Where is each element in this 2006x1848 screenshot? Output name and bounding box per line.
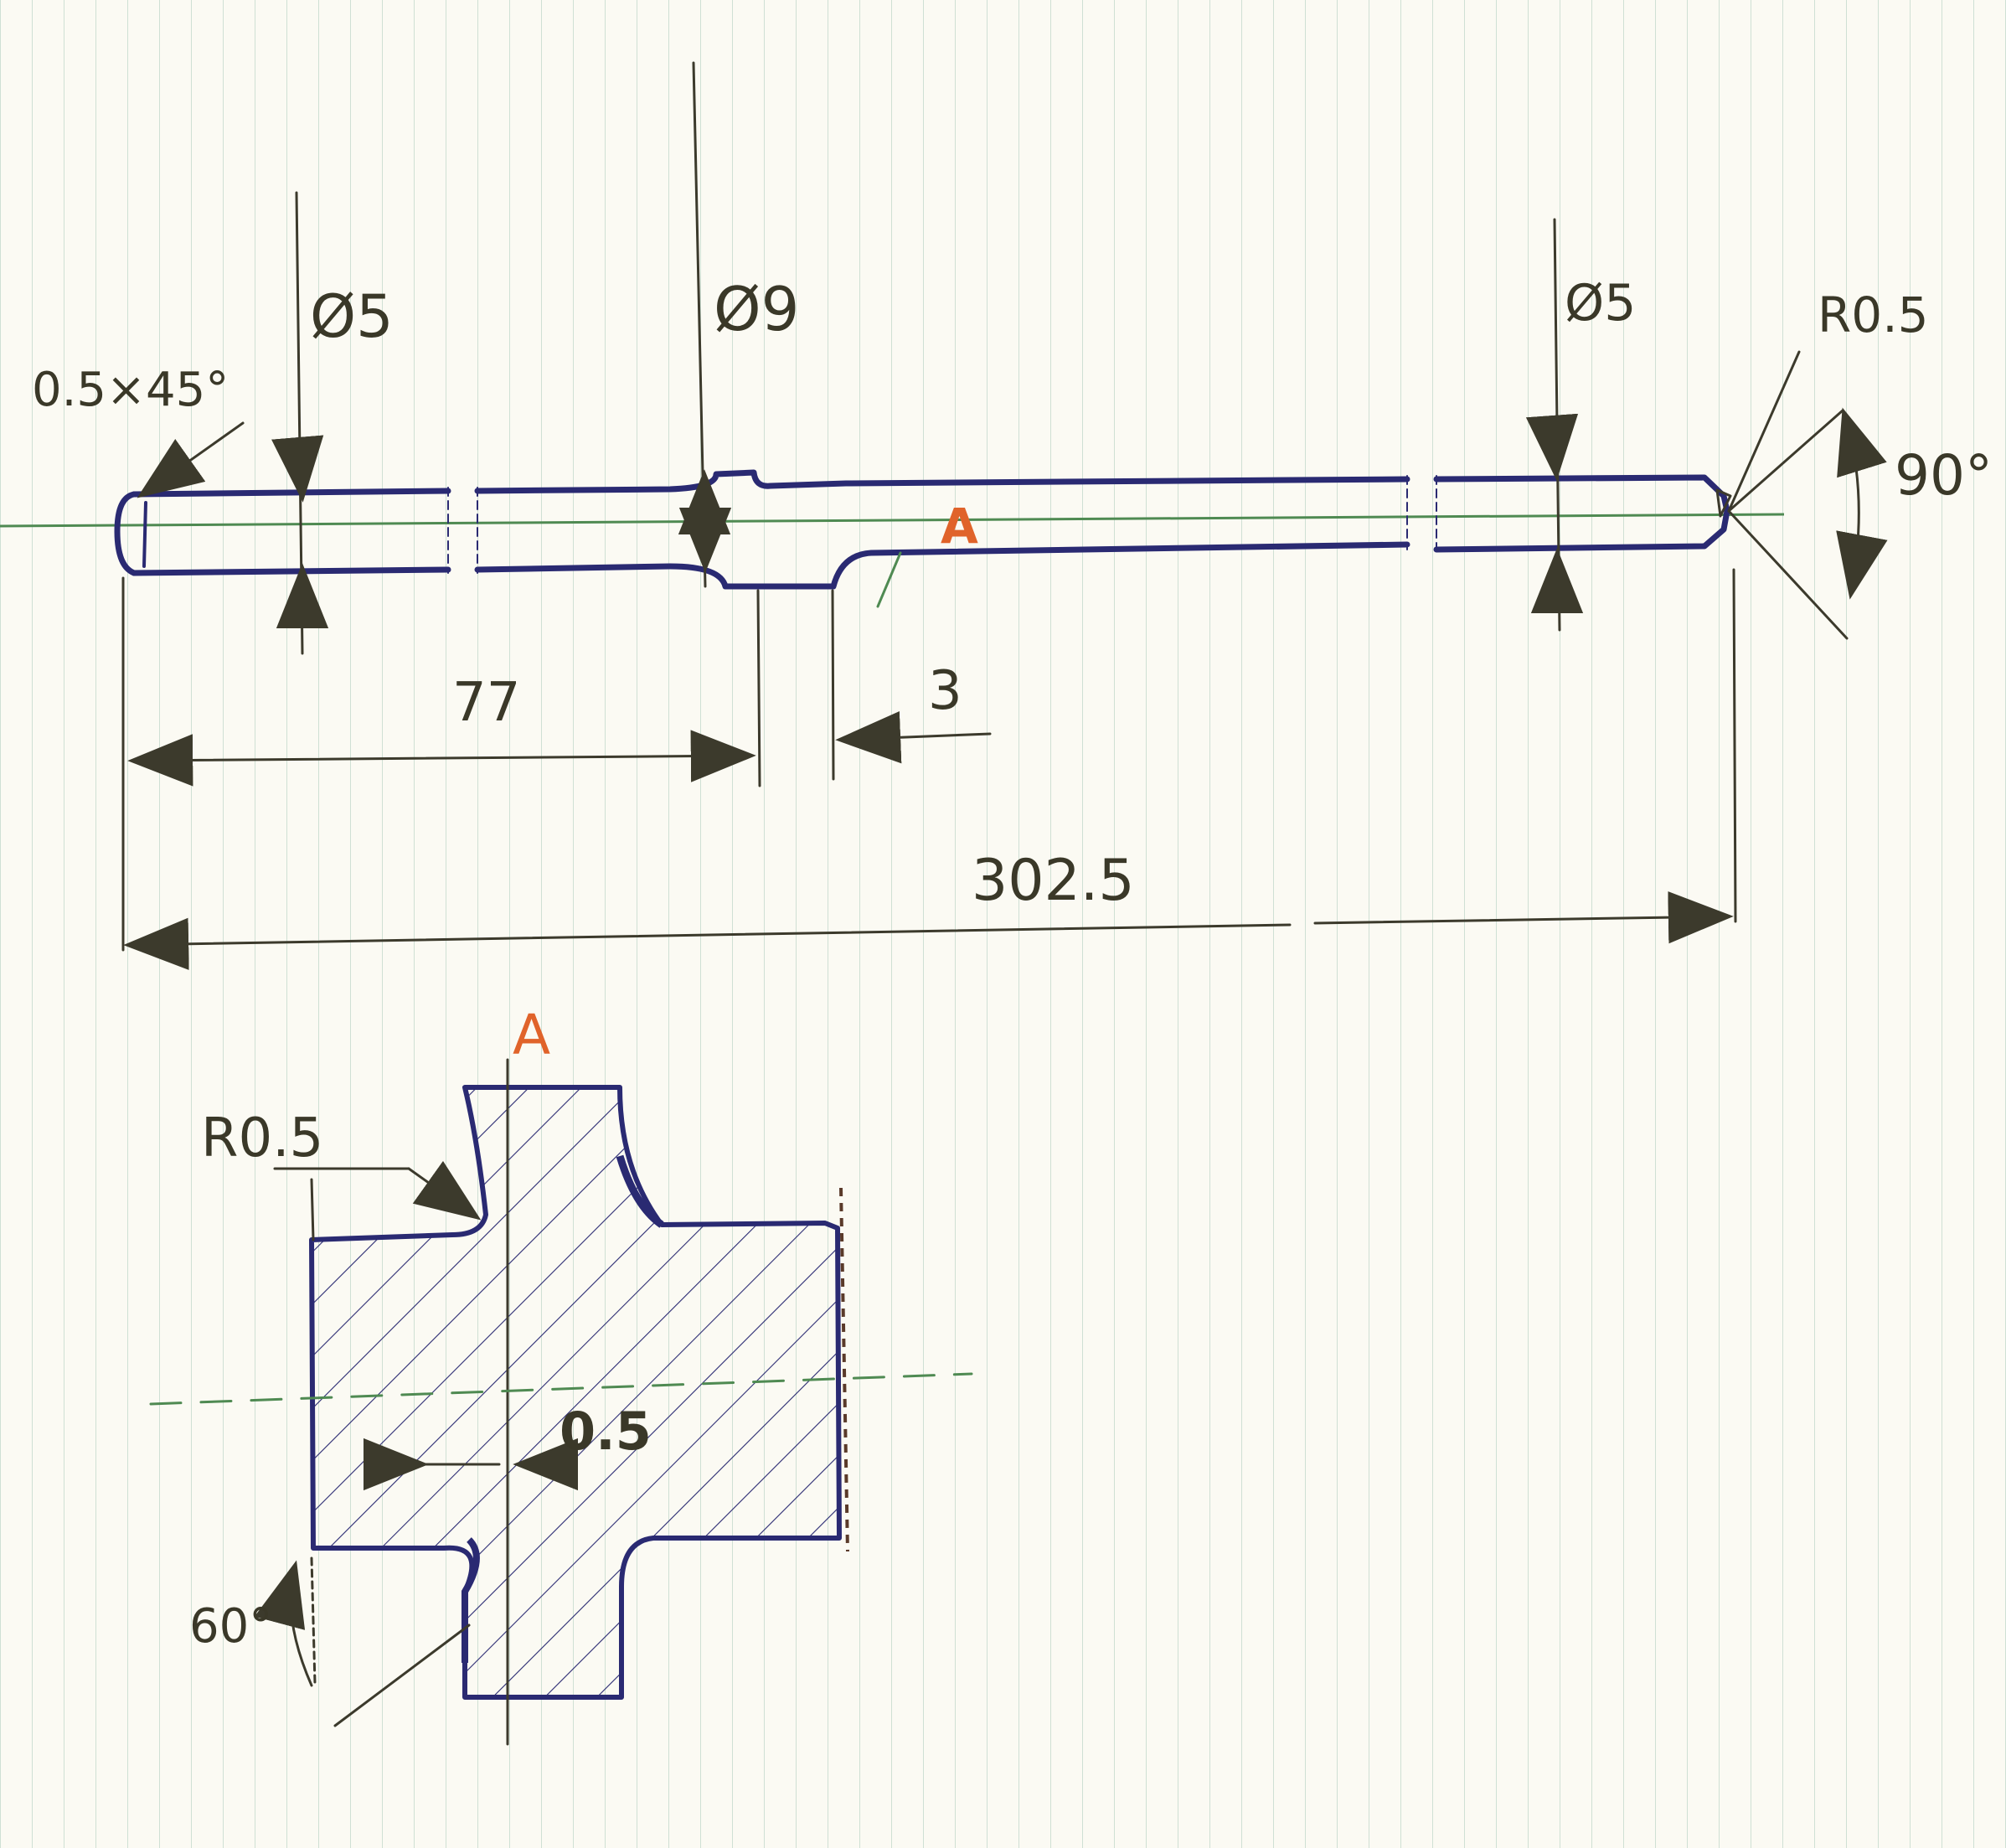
- section-labels: R0.5 0.5 60°: [189, 1107, 652, 1654]
- total-length-dimension: 302.5: [972, 848, 1135, 914]
- chamfer-label: 0.5×45°: [32, 363, 229, 417]
- section-marker-label: A: [941, 498, 978, 555]
- collar-width-dimension: 3: [928, 660, 962, 722]
- right-diameter-label: Ø5: [1565, 274, 1636, 333]
- shaft-centerline: [0, 513, 1785, 528]
- section-dimension-lines: [149, 1058, 973, 1746]
- section-a-view: A R0.5 0.5 60°: [149, 1003, 973, 1746]
- mid-diameter-label: Ø9: [714, 274, 799, 344]
- upper-fillet-outline: [616, 1154, 664, 1228]
- break-line: [839, 1187, 849, 1552]
- section-view-title: A: [513, 1003, 550, 1067]
- collar-position-dimension: 77: [452, 672, 520, 734]
- shaft-labels: 0.5×45° Ø5 Ø9 Ø5 R0.5 90° A 77 3 302.5: [32, 274, 1993, 914]
- shaft-side-view: 0.5×45° Ø5 Ø9 Ø5 R0.5 90° A 77 3 302.5: [0, 61, 1993, 970]
- shaft-dimension-lines: [121, 61, 1888, 970]
- tip-radius-label: R0.5: [1818, 286, 1929, 343]
- tip-angle-label: 90°: [1895, 443, 1993, 508]
- left-diameter-label: Ø5: [310, 282, 394, 351]
- section-fillet-label: R0.5: [201, 1107, 323, 1169]
- section-angle-label: 60°: [189, 1599, 272, 1654]
- section-offset-label: 0.5: [560, 1401, 652, 1462]
- lower-fillet-outline: [462, 1537, 480, 1663]
